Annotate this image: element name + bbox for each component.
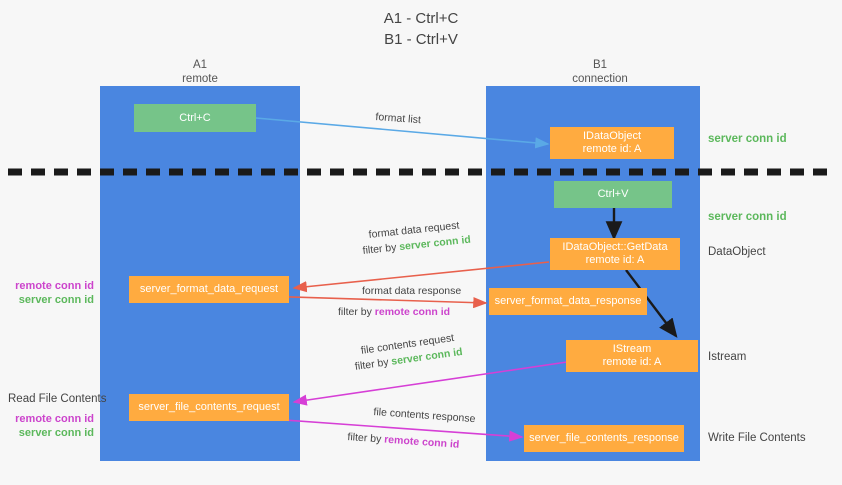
- arrow-file-contents-request: [292, 361, 568, 406]
- node-ctrl-v[interactable]: Ctrl+V: [554, 181, 672, 208]
- arrow-format-list: [255, 117, 550, 149]
- legend-remote-conn-id-2: remote conn id: [15, 413, 94, 425]
- lane-header-b1: B1 connection: [500, 58, 700, 86]
- title-line-1: A1 - Ctrl+C: [383, 10, 459, 27]
- label-istream: Istream: [708, 351, 747, 363]
- label-server-conn-id-second: server conn id: [708, 211, 787, 223]
- lane-header-a1: A1 remote: [100, 58, 300, 86]
- label-dataobject: DataObject: [708, 246, 766, 258]
- node-ctrl-c[interactable]: Ctrl+C: [134, 104, 256, 132]
- lane-b1-name: B1: [592, 59, 608, 71]
- node-idataobject[interactable]: IDataObject remote id: A: [550, 127, 674, 159]
- lane-a1-name: A1: [192, 59, 208, 71]
- page-title: A1 - Ctrl+C B1 - Ctrl+V: [0, 8, 842, 50]
- filter-value-remote-conn-id: remote conn id: [374, 306, 451, 318]
- lane-a1-sub: remote: [182, 73, 218, 85]
- label-read-file-contents: Read File Contents: [8, 393, 107, 405]
- node-server-file-contents-response[interactable]: server_file_contents_response: [524, 425, 684, 452]
- node-istream[interactable]: IStream remote id: A: [566, 340, 698, 372]
- caption-format-data-response-filter: filter by remote conn id: [338, 305, 450, 319]
- legend-server-conn-id-1: server conn id: [18, 294, 94, 306]
- node-getdata-line2: remote id: A: [585, 254, 645, 266]
- node-getdata-line1: IDataObject::GetData: [562, 241, 668, 253]
- node-idataobject-line1: IDataObject: [582, 130, 642, 142]
- legend-conn-ids-lower: remote conn id server conn id: [0, 412, 94, 440]
- label-server-conn-id-top: server conn id: [708, 133, 787, 145]
- caption-format-data-response: format data response: [362, 285, 462, 297]
- arrow-getdata-istream: [625, 269, 678, 338]
- legend-remote-conn-id-1: remote conn id: [15, 280, 94, 292]
- legend-conn-ids-upper: remote conn id server conn id: [0, 279, 94, 307]
- node-server-format-data-response[interactable]: server_format_data_response: [489, 288, 647, 315]
- node-idataobject-line2: remote id: A: [582, 143, 642, 155]
- filter-prefix: filter by: [338, 306, 375, 318]
- node-server-format-data-request[interactable]: server_format_data_request: [129, 276, 289, 303]
- title-line-2: B1 - Ctrl+V: [384, 31, 458, 48]
- filter-prefix: filter by: [347, 430, 385, 446]
- label-write-file-contents: Write File Contents: [708, 432, 806, 444]
- node-getdata[interactable]: IDataObject::GetData remote id: A: [550, 238, 680, 270]
- lane-b1-sub: connection: [572, 73, 628, 85]
- filter-prefix: filter by: [362, 241, 400, 257]
- legend-server-conn-id-2: server conn id: [18, 427, 94, 439]
- node-server-file-contents-request[interactable]: server_file_contents_request: [129, 394, 289, 421]
- node-istream-line1: IStream: [612, 343, 652, 355]
- arrow-format-data-request: [292, 261, 550, 293]
- node-istream-line2: remote id: A: [602, 356, 662, 368]
